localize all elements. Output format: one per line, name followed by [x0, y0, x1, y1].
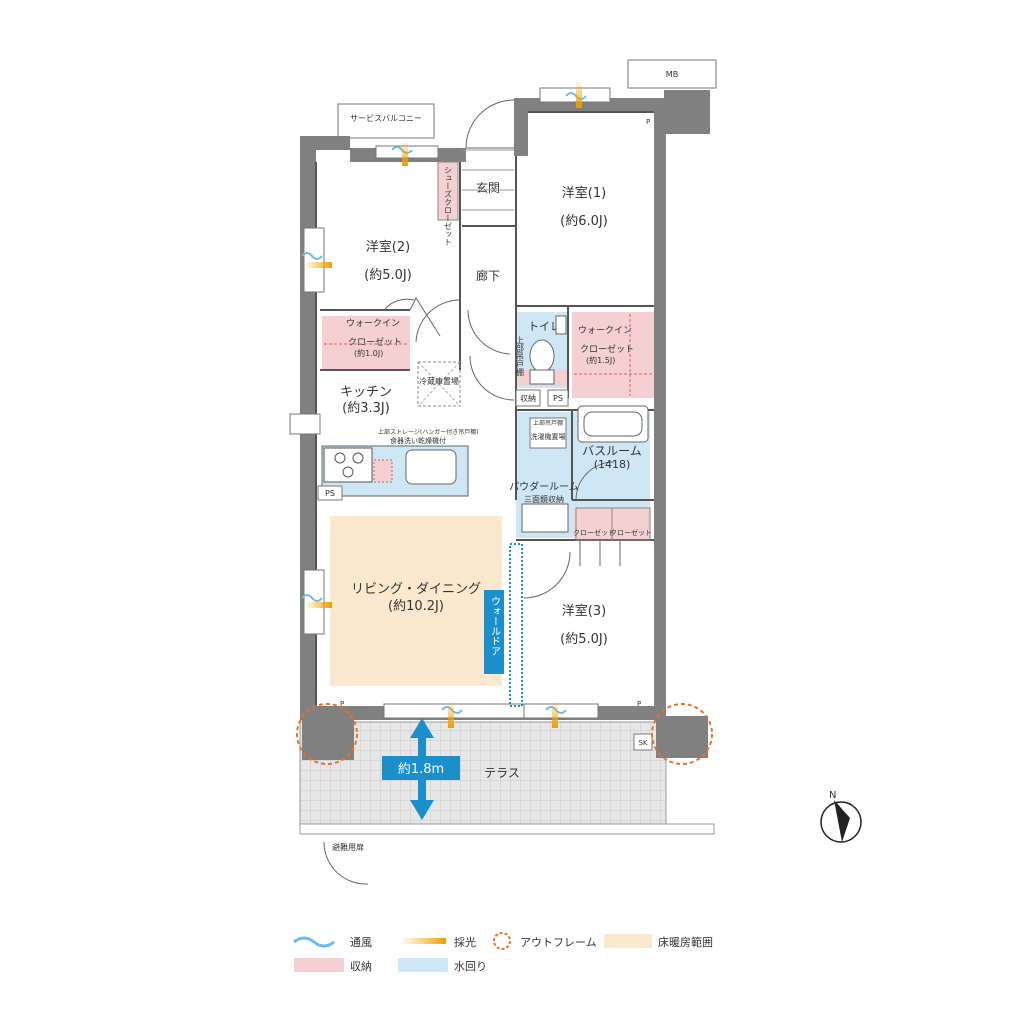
p-marker-2: P — [340, 700, 344, 708]
storage-areas — [322, 162, 656, 540]
outframe-left — [296, 703, 358, 765]
fridge-label: 冷蔵庫置場 — [419, 376, 459, 386]
legend: 通風 採光 アウトフレーム 床暖房範囲 収納 水回り — [293, 932, 713, 973]
legend-item-daylight: 採光 — [400, 935, 476, 949]
escape-door-label: 避難用扉 — [332, 842, 364, 852]
legend-item-heating: 床暖房範囲 — [604, 934, 713, 949]
p-marker-3: P — [637, 700, 641, 708]
closet-a-size: (約1.0J) — [354, 348, 383, 358]
closet-c-label: クローゼット — [573, 528, 615, 537]
ps-box-bath — [547, 389, 569, 407]
north-label: N — [829, 790, 836, 801]
shoe-closet: シューズクローゼット — [437, 161, 459, 246]
wall-door-badge — [484, 590, 504, 674]
ps-box-kitchen — [317, 485, 343, 501]
sk-label: SK — [638, 739, 647, 747]
mirror-storage-label: 三面鏡収納 — [524, 494, 564, 504]
doors — [323, 99, 621, 885]
legend-item-storage: 収納 — [294, 958, 372, 973]
ps-label-kitchen: PS — [325, 489, 335, 498]
toilet-label: トイレ — [528, 320, 561, 333]
floor-heating-swatch — [604, 934, 652, 948]
storage-small-label: 収納 — [520, 393, 536, 403]
water-swatch — [398, 958, 448, 972]
powder-room-label: パウダールーム — [509, 480, 579, 493]
closet-d-label: クローゼット — [610, 528, 652, 537]
legend-label-2: アウトフレーム — [520, 936, 597, 949]
ventilation-icon — [293, 936, 335, 948]
service-balcony-label: サービスバルコニー — [350, 114, 422, 123]
entrance-label: 玄関 — [476, 180, 500, 195]
closet-a-label: クローゼット — [348, 336, 402, 348]
outframe-icon — [493, 932, 511, 950]
upper-hanging-label: 上部吊戸棚 — [533, 419, 563, 427]
washer-label: 洗濯機置場 — [531, 432, 566, 441]
mb-box: MB — [627, 59, 717, 89]
hallway-label: 廊下 — [476, 268, 500, 283]
legend-label-4: 収納 — [350, 960, 372, 973]
kitchen-size: (約3.3J) — [342, 401, 390, 416]
p-marker-1: P — [646, 118, 650, 126]
ps-label-bath: PS — [553, 394, 563, 403]
legend-item-water: 水回り — [398, 958, 487, 973]
storage-small-box — [515, 389, 541, 407]
room3-label: 洋室(3) — [562, 603, 606, 619]
bathroom-size: (1418) — [594, 458, 631, 471]
legend-item-ventilation: 通風 — [293, 936, 372, 949]
room1-label: 洋室(1) — [562, 185, 606, 201]
room1-size: (約6.0J) — [560, 214, 608, 229]
terrace-label: テラス — [484, 766, 520, 780]
legend-label-0: 通風 — [350, 936, 372, 949]
walkin-a-label: ウォークイン — [346, 318, 400, 329]
closet-b-label: クローゼット — [580, 343, 634, 355]
room2-size: (約5.0J) — [364, 268, 412, 283]
room3-size: (約5.0J) — [560, 632, 608, 647]
bathtub — [577, 405, 649, 443]
outframe-right — [651, 703, 713, 765]
daylight-icon — [304, 80, 582, 728]
walkin-b-label: ウォークイン — [578, 325, 632, 336]
closet-b-size: (約1.5J) — [586, 355, 615, 365]
kitchen-counter — [321, 445, 469, 497]
terrace-floor — [299, 721, 667, 825]
wall-door-track — [509, 543, 523, 707]
bathroom-label: バスルーム — [582, 444, 642, 458]
upper-shelf-label: 上部吊戸棚 — [516, 336, 525, 377]
mb-label: MB — [666, 70, 678, 79]
kitchen-note-dishwasher: 食器洗い乾燥機付 — [390, 436, 446, 445]
legend-label-3: 床暖房範囲 — [658, 935, 713, 949]
fridge-space: 冷蔵庫置場 — [417, 361, 461, 407]
shoe-closet-label: シューズクローゼット — [444, 166, 453, 246]
windows — [289, 87, 611, 719]
kitchen-note-storage: 上部ストレージ(ハンガー付き吊戸棚) — [378, 428, 479, 436]
entrance-steps — [462, 149, 514, 211]
washer-space — [529, 417, 567, 449]
legend-label-1: 採光 — [454, 935, 476, 949]
sk-box — [633, 733, 653, 751]
kitchen-label: キッチン — [340, 385, 392, 400]
daylight-icon — [400, 938, 446, 944]
living-size: (約10.2J) — [388, 599, 444, 614]
closet-d — [611, 507, 651, 541]
legend-label-5: 水回り — [454, 960, 487, 973]
terrace-rail — [299, 823, 715, 835]
legend-item-outframe: アウトフレーム — [493, 932, 597, 950]
toilet-fixture — [529, 315, 567, 385]
storage-swatch — [294, 958, 344, 972]
living-label: リビング・ダイニング — [351, 582, 481, 597]
north-compass: N — [820, 790, 862, 843]
service-balcony: サービスバルコニー — [337, 103, 435, 139]
wall-door-label: ウォールドア — [489, 596, 501, 656]
depth-badge — [382, 756, 460, 780]
vanity — [521, 503, 569, 533]
floor-heating-area — [330, 516, 502, 686]
stove-icon — [323, 447, 373, 483]
depth-label: 約1.8m — [398, 762, 444, 777]
room2-label: 洋室(2) — [366, 239, 410, 255]
